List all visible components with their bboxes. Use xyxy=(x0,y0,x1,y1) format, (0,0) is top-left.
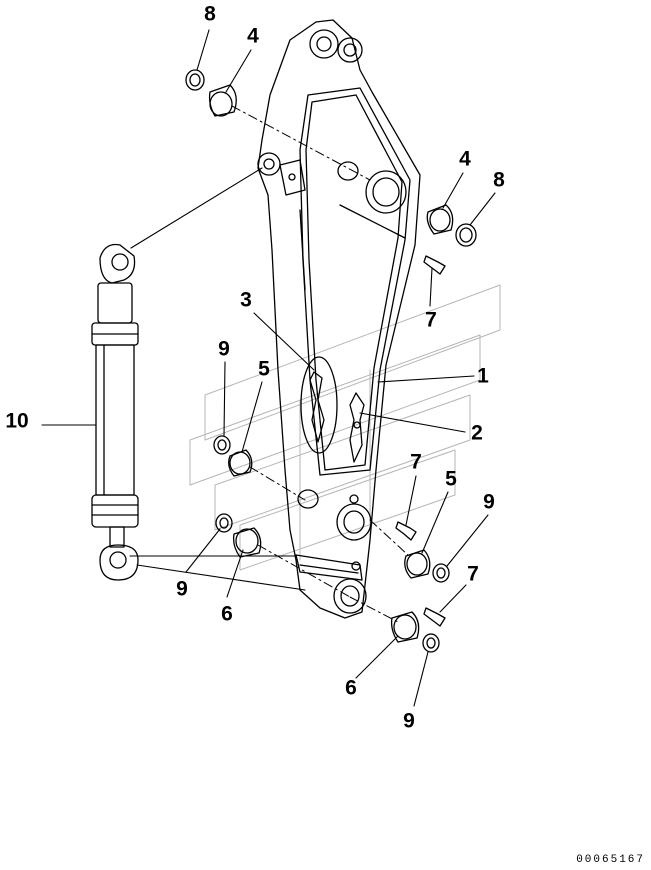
document-number: 00065167 xyxy=(576,854,645,866)
callout-8-right: 8 xyxy=(493,168,505,192)
callout-4-top: 4 xyxy=(247,24,259,48)
callout-10: 10 xyxy=(5,409,29,433)
leader-lines xyxy=(41,29,496,707)
callout-1: 1 xyxy=(477,364,489,388)
loose-parts xyxy=(186,70,476,652)
callout-8-top: 8 xyxy=(204,2,216,26)
callout-7-middle: 7 xyxy=(410,450,422,474)
callout-4-right: 4 xyxy=(459,147,471,171)
callout-5-right: 5 xyxy=(445,467,457,491)
arm-body xyxy=(258,20,420,618)
watermark-logo xyxy=(189,284,501,571)
hydraulic-cylinder xyxy=(92,245,138,580)
callout-3: 3 xyxy=(240,288,252,312)
callout-5-left: 5 xyxy=(258,357,270,381)
callout-7-upper: 7 xyxy=(425,308,437,332)
callout-9-right: 9 xyxy=(483,490,495,514)
callout-9-bottom: 9 xyxy=(403,709,415,733)
callout-7-lower: 7 xyxy=(467,562,479,586)
callout-6-left: 6 xyxy=(221,602,233,626)
callout-9-left-lower: 9 xyxy=(176,577,188,601)
callout-2: 2 xyxy=(471,421,483,445)
callout-6-bottom: 6 xyxy=(345,676,357,700)
center-lines xyxy=(231,105,409,624)
callout-9-left-upper: 9 xyxy=(218,337,230,361)
